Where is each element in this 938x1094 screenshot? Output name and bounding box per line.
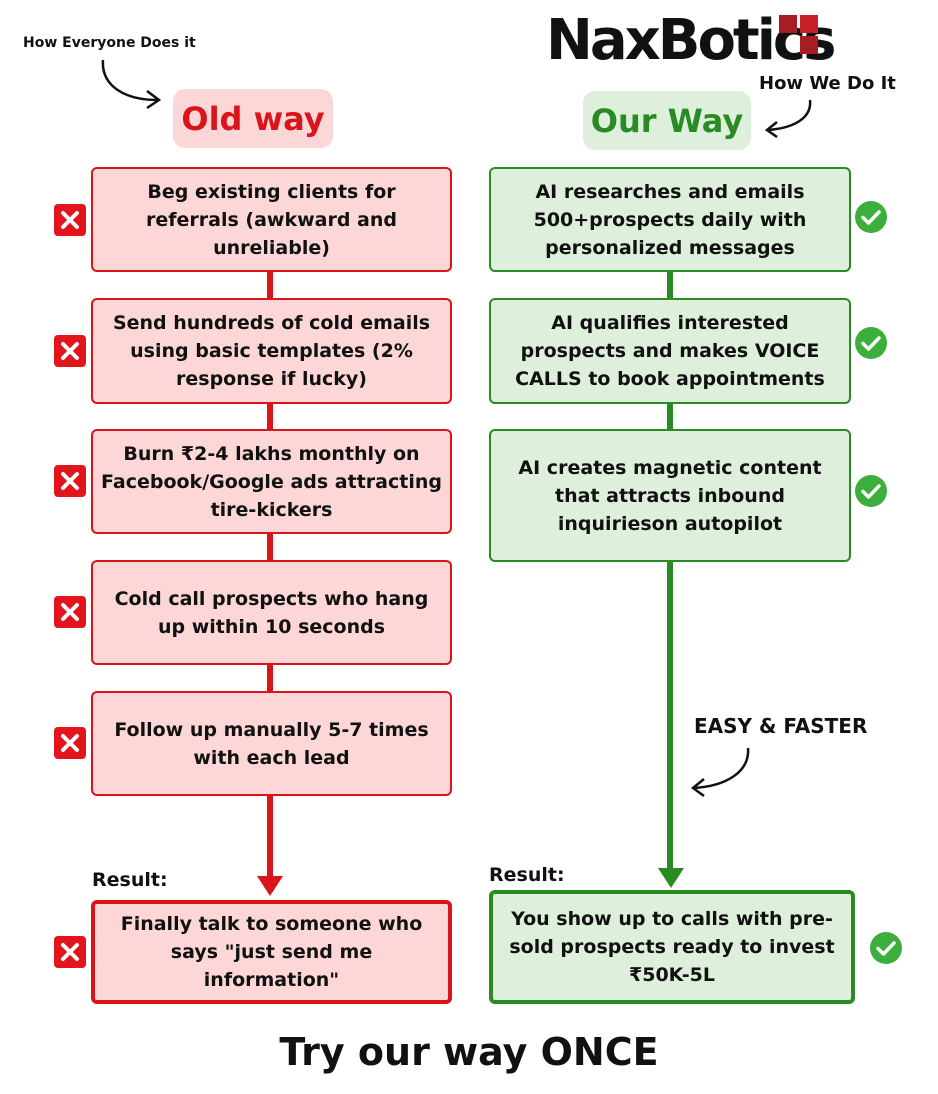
easy-faster-label: EASY & FASTER (694, 714, 868, 738)
footer-headline: Try our way ONCE (279, 1030, 659, 1074)
check-circle-icon (855, 327, 887, 359)
old-way-title: Old way (173, 89, 333, 148)
x-mark-icon (54, 727, 86, 759)
x-mark-icon (54, 936, 86, 968)
check-circle-icon (855, 475, 887, 507)
new-arrow-line (667, 560, 673, 872)
curved-arrow-icon (764, 99, 812, 138)
right-note: How We Do It (759, 73, 896, 94)
old-arrow-head (257, 876, 283, 896)
new-step: AI qualifies interested prospects and ma… (489, 298, 851, 404)
old-connector (267, 402, 273, 432)
check-circle-icon (870, 932, 902, 964)
x-mark-icon (54, 335, 86, 367)
old-step: Send hundreds of cold emails using basic… (91, 298, 452, 404)
new-connector (667, 270, 673, 300)
old-connector (267, 663, 273, 693)
old-result-label: Result: (92, 869, 168, 891)
new-result-box: You show up to calls with pre-sold prosp… (489, 890, 855, 1004)
x-mark-icon (54, 204, 86, 236)
old-result-box: Finally talk to someone who says "just s… (91, 900, 452, 1004)
brand-logo-squares (779, 15, 819, 55)
old-connector (267, 270, 273, 300)
new-step: AI researches and emails 500+prospects d… (489, 167, 851, 272)
our-way-title: Our Way (583, 91, 751, 150)
new-step: AI creates magnetic content that attract… (489, 429, 851, 562)
old-connector (267, 532, 273, 562)
new-connector (667, 402, 673, 432)
old-step: Beg existing clients for referrals (awkw… (91, 167, 452, 272)
left-note: How Everyone Does it (23, 35, 196, 51)
x-mark-icon (54, 596, 86, 628)
old-arrow-line (267, 794, 273, 880)
old-step: Burn ₹2-4 lakhs monthly on Facebook/Goog… (91, 429, 452, 534)
old-step: Follow up manually 5-7 times with each l… (91, 691, 452, 796)
x-mark-icon (54, 465, 86, 497)
curved-arrow-icon (101, 59, 162, 110)
new-arrow-head (658, 868, 684, 888)
new-result-label: Result: (489, 864, 565, 886)
check-circle-icon (855, 201, 887, 233)
curved-arrow-icon (690, 747, 750, 798)
old-step: Cold call prospects who hang up within 1… (91, 560, 452, 665)
